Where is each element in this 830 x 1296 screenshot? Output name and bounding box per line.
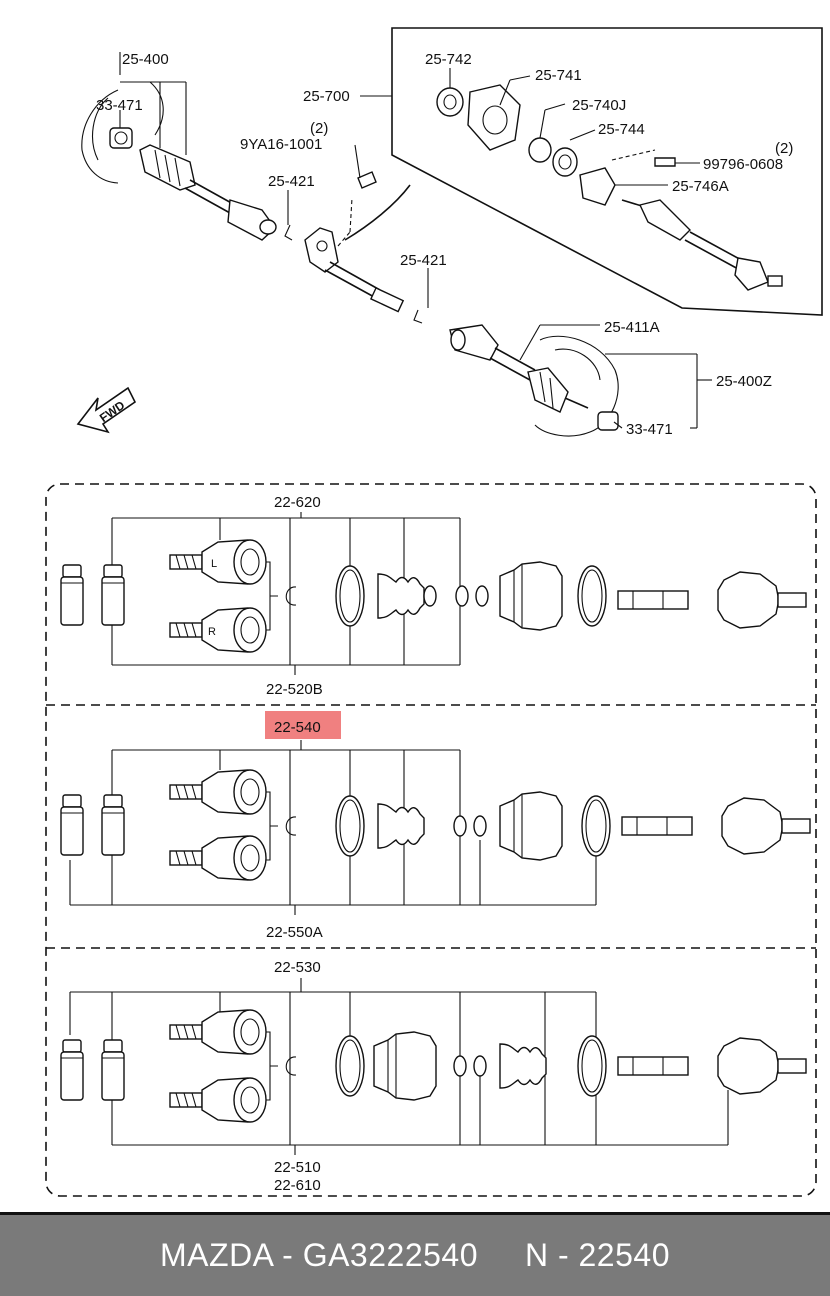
label-25-746a: 25-746A	[672, 178, 729, 195]
label-25-400z: 25-400Z	[716, 373, 772, 390]
left-hub	[81, 81, 164, 184]
fwd-arrow	[76, 386, 137, 434]
label-25-400: 25-400	[122, 51, 169, 68]
label-25-742: 25-742	[425, 51, 472, 68]
bearing-bracket	[304, 144, 411, 273]
label-25-741: 25-741	[535, 67, 582, 84]
label-25-411a: 25-411A	[604, 319, 660, 336]
clip-25-421-b	[413, 309, 423, 324]
intermediate-shaft	[324, 261, 405, 313]
kit3-top-label: 22-530	[274, 959, 321, 976]
label-fwd: FWD	[97, 398, 128, 425]
label-25-744: 25-744	[598, 121, 645, 138]
clip-25-421-a	[284, 224, 293, 241]
kit1-bottom-label: 22-520B	[266, 681, 323, 698]
kit1-side-r: R	[208, 626, 216, 638]
label-25-700: 25-700	[303, 88, 350, 105]
footer-part-number: MAZDA - GA3222540 N - 22540	[160, 1237, 670, 1273]
kit3-bottom-label-2: 22-610	[274, 1177, 321, 1194]
inset-box-25-700	[391, 27, 823, 316]
kit1-side-l: L	[211, 558, 217, 570]
inset-parts	[436, 84, 783, 291]
label-qty-2-a: (2)	[310, 120, 328, 137]
kit2-bottom-label: 22-550A	[266, 924, 323, 941]
callout-lines	[119, 52, 712, 429]
label-99796-0608: 99796-0608	[703, 156, 783, 173]
kit-22-530: 22-530 22-510 22-610	[60, 959, 807, 1194]
label-33-471-b: 33-471	[626, 421, 673, 438]
label-25-740j: 25-740J	[572, 97, 626, 114]
left-driveshaft	[139, 144, 277, 241]
kit1-top-label: 22-620	[274, 494, 321, 511]
label-25-421-b: 25-421	[400, 252, 447, 269]
kit3-bottom-label-1: 22-510	[274, 1159, 321, 1176]
kit-22-540: 22-540 22-550A	[60, 711, 811, 941]
kit-22-620: L R 22-620 22-520B	[60, 494, 807, 698]
label-25-421-a: 25-421	[268, 173, 315, 190]
right-driveshaft	[449, 324, 619, 437]
kit2-brackets	[69, 740, 597, 915]
label-33-471-a: 33-471	[96, 97, 143, 114]
top-exploded-view: 25-400 33-471 25-700 (2) 9YA16-1001 25-4…	[76, 27, 823, 438]
kit2-top-label: 22-540	[274, 719, 321, 736]
parts-diagram: 25-400 33-471 25-700 (2) 9YA16-1001 25-4…	[45, 27, 823, 1197]
label-qty-2-b: (2)	[775, 140, 793, 157]
label-9ya16-1001: 9YA16-1001	[240, 136, 322, 153]
part-number-footer: MAZDA - GA3222540 N - 22540	[0, 1212, 830, 1296]
highlight-box	[265, 711, 341, 739]
